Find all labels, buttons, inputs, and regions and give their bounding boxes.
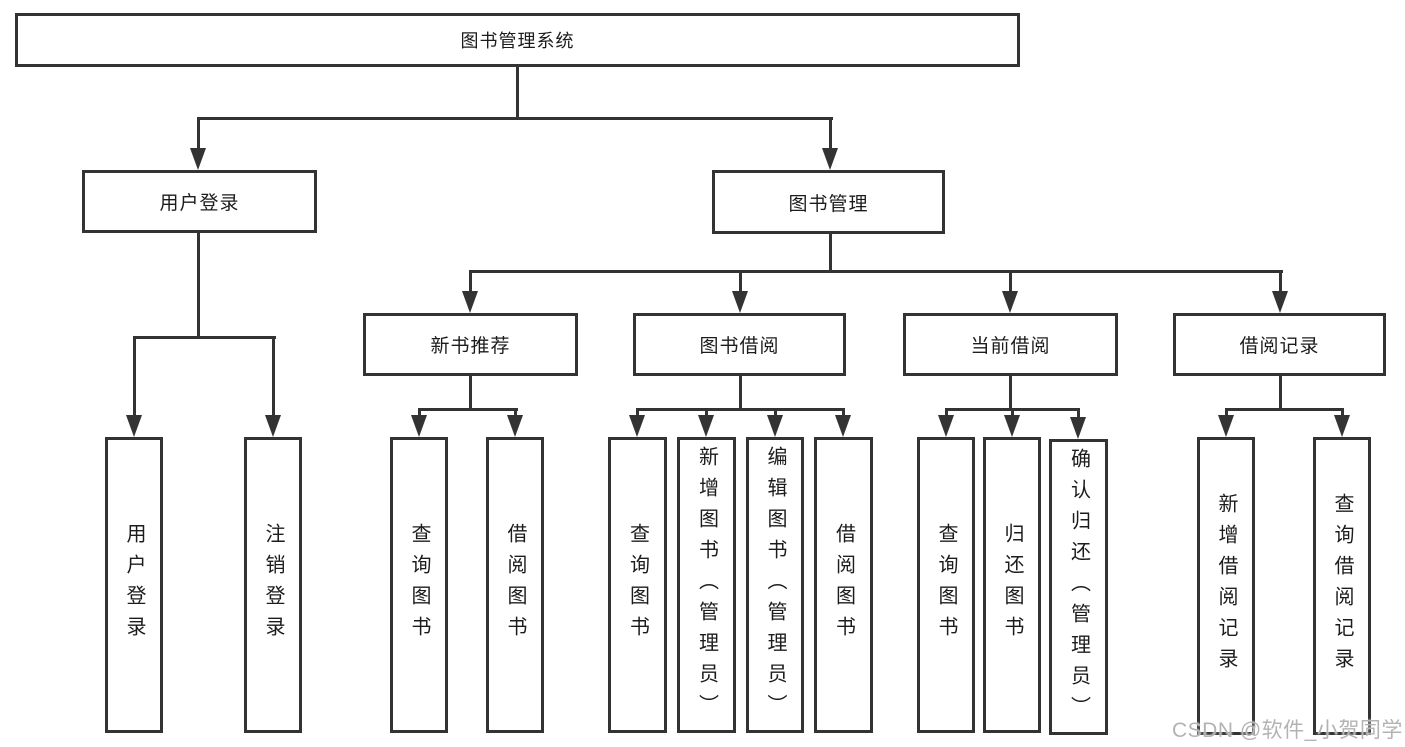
connector-line (1077, 408, 1080, 420)
connector-line (1225, 408, 1344, 411)
connector-line (739, 270, 742, 294)
arrow-down-icon (265, 415, 281, 437)
arrow-down-icon (767, 415, 783, 437)
arrow-down-icon (1334, 415, 1350, 437)
node-new-book-recommend: 新书推荐 (363, 313, 578, 376)
leaf-borrow-query-label: 查询图书 (626, 523, 649, 647)
node-current-borrow-label: 当前借阅 (970, 336, 1051, 357)
leaf-borrow-query: 查询图书 (608, 437, 667, 733)
node-borrow-record-label: 借阅记录 (1239, 336, 1320, 357)
connector-line (418, 408, 518, 411)
node-user-login-label: 用户登录 (159, 193, 240, 214)
connector-line (1009, 270, 1012, 294)
connector-line (739, 376, 742, 411)
leaf-user-logout-label: 注销登录 (262, 523, 284, 647)
connector-line (1279, 376, 1282, 411)
leaf-current-return-label: 归还图书 (1001, 523, 1023, 647)
connector-line (1009, 376, 1012, 411)
leaf-current-query-label: 查询图书 (935, 523, 957, 647)
connector-line (516, 66, 519, 119)
leaf-borrow-borrow-label: 借阅图书 (832, 523, 855, 647)
connector-line (1011, 408, 1014, 420)
connector-line (705, 408, 708, 420)
arrow-down-icon (698, 415, 714, 437)
node-root: 图书管理系统 (15, 13, 1020, 67)
connector-line (514, 408, 517, 420)
connector-line (636, 408, 639, 420)
leaf-current-return: 归还图书 (983, 437, 1041, 733)
connector-line (197, 117, 833, 120)
watermark: CSDN @软件_小贺同学 (1172, 719, 1403, 742)
connector-line (1341, 408, 1344, 420)
leaf-record-add-label: 新增借阅记录 (1215, 493, 1237, 679)
node-book-borrow: 图书借阅 (633, 313, 846, 376)
leaf-record-query-label: 查询借阅记录 (1331, 493, 1353, 679)
leaf-borrow-add-label: 新增图书（管理员） (695, 445, 718, 725)
leaf-user-logout: 注销登录 (244, 437, 302, 733)
node-book-management: 图书管理 (712, 170, 945, 234)
arrow-down-icon (835, 415, 851, 437)
leaf-current-query: 查询图书 (917, 437, 975, 733)
leaf-borrow-edit: 编辑图书（管理员） (746, 437, 804, 733)
connector-line (133, 336, 136, 417)
leaf-newbook-query: 查询图书 (390, 437, 448, 733)
arrow-down-icon (507, 415, 523, 437)
leaf-borrow-borrow: 借阅图书 (814, 437, 873, 733)
connector-line (469, 376, 472, 411)
arrow-down-icon (629, 415, 645, 437)
arrow-down-icon (1002, 291, 1018, 313)
connector-line (469, 270, 472, 294)
leaf-newbook-query-label: 查询图书 (408, 523, 430, 647)
arrow-down-icon (938, 415, 954, 437)
arrow-down-icon (822, 148, 838, 170)
arrow-down-icon (126, 415, 142, 437)
leaf-record-add: 新增借阅记录 (1197, 437, 1255, 735)
arrow-down-icon (462, 291, 478, 313)
leaf-newbook-borrow-label: 借阅图书 (504, 523, 526, 647)
arrow-down-icon (1272, 291, 1288, 313)
node-borrow-record: 借阅记录 (1173, 313, 1386, 376)
connector-line (272, 336, 275, 417)
node-user-login: 用户登录 (82, 170, 317, 233)
node-root-label: 图书管理系统 (460, 31, 575, 51)
arrow-down-icon (1218, 415, 1234, 437)
connector-line (829, 117, 832, 151)
node-current-borrow: 当前借阅 (903, 313, 1118, 376)
connector-line (469, 270, 1283, 273)
leaf-borrow-add: 新增图书（管理员） (677, 437, 736, 733)
connector-line (945, 408, 948, 420)
arrow-down-icon (732, 291, 748, 313)
leaf-newbook-borrow: 借阅图书 (486, 437, 544, 733)
connector-line (829, 234, 832, 273)
node-book-borrow-label: 图书借阅 (699, 336, 780, 357)
leaf-user-login: 用户登录 (105, 437, 163, 733)
connector-line (197, 233, 200, 339)
arrow-down-icon (411, 415, 427, 437)
node-new-book-recommend-label: 新书推荐 (430, 336, 511, 357)
node-book-management-label: 图书管理 (788, 193, 869, 215)
connector-line (1225, 408, 1228, 420)
arrow-down-icon (190, 148, 206, 170)
arrow-down-icon (1004, 415, 1020, 437)
leaf-user-login-label: 用户登录 (123, 523, 145, 647)
connector-line (133, 336, 276, 339)
connector-line (1279, 270, 1282, 294)
connector-line (418, 408, 421, 420)
connector-line (774, 408, 777, 420)
connector-line (197, 117, 200, 151)
connector-line (636, 408, 845, 411)
leaf-record-query: 查询借阅记录 (1313, 437, 1371, 735)
connector-line (842, 408, 845, 420)
arrow-down-icon (1070, 417, 1086, 439)
leaf-current-confirm-label: 确认归还（管理员） (1067, 447, 1090, 727)
leaf-borrow-edit-label: 编辑图书（管理员） (764, 445, 786, 725)
leaf-current-confirm: 确认归还（管理员） (1049, 439, 1108, 735)
